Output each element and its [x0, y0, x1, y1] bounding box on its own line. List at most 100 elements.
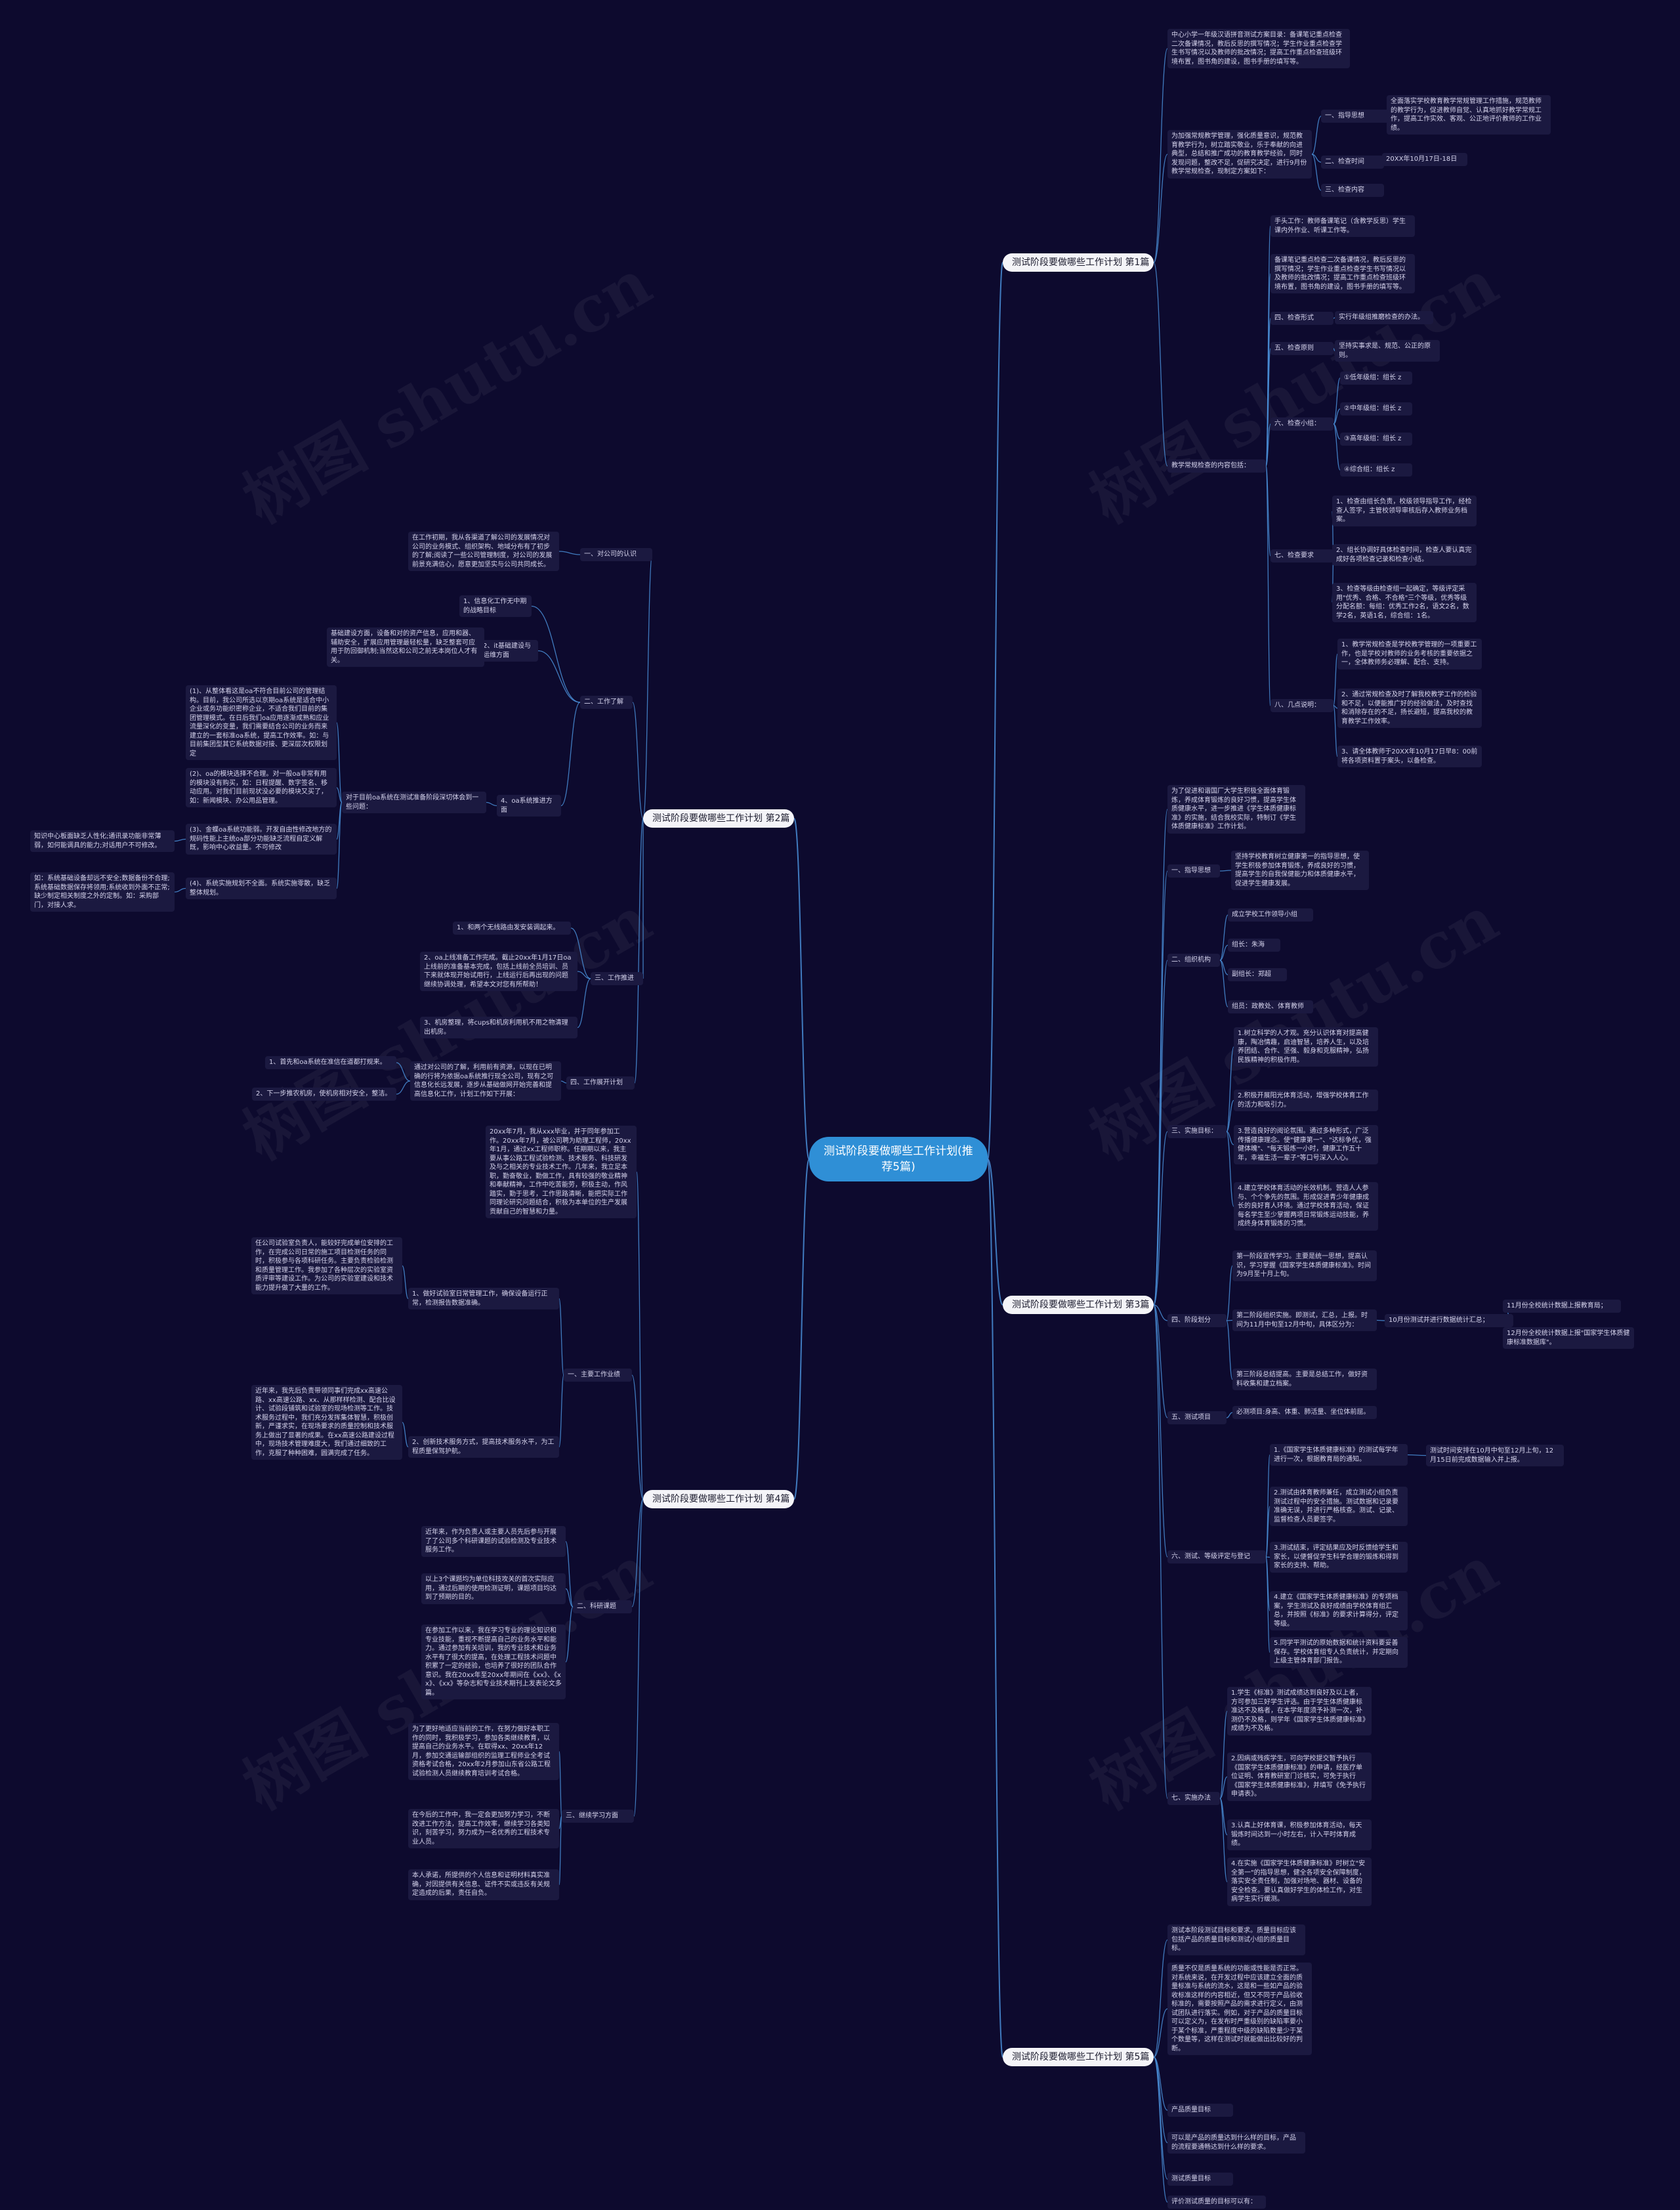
mindmap-topic-node[interactable]: 组长：朱海 [1228, 939, 1280, 952]
mindmap-branch-node[interactable]: 测试阶段要做哪些工作计划 第1篇 [1003, 253, 1154, 272]
mindmap-topic-node[interactable]: 1、做好试验室日常管理工作，确保设备运行正常，检测报告数据准确。 [408, 1288, 559, 1309]
mindmap-topic-node[interactable]: 在工作初期，我从各渠道了解公司的发展情况对公司的业务模式、组织架构、地域分布有了… [408, 532, 559, 571]
mindmap-topic-node[interactable]: 六、测试、等级评定与登记 [1167, 1550, 1266, 1563]
mindmap-topic-node[interactable]: 产品质量目标 [1167, 2104, 1233, 2117]
mindmap-topic-node[interactable]: 以上3个课题均为单位科技攻关的首次实际应用，通过后期的使用检测证明，课题项目均达… [421, 1573, 566, 1604]
mindmap-topic-node[interactable]: 任公司试验室负责人，能较好完成单位安排的工作，在完成公司日常的施工项目检测任务的… [251, 1237, 402, 1294]
mindmap-topic-node[interactable]: 八、几点说明： [1270, 699, 1334, 712]
mindmap-topic-node[interactable]: 1.学生《标准》测试成绩达到良好及以上者，方可参加三好学生评选。由于学生体质健康… [1227, 1687, 1372, 1735]
mindmap-topic-node[interactable]: 七、实施办法 [1167, 1792, 1220, 1805]
mindmap-topic-node[interactable]: 12月份全校统计数据上报"国家学生体质健康标准数据库"。 [1503, 1327, 1634, 1349]
mindmap-topic-node[interactable]: 1.树立科学的人才观。充分认识体育对提高健康，陶冶情趣，启迪智慧，培养人生，以及… [1234, 1027, 1378, 1067]
mindmap-topic-node[interactable]: 全面落实学校教育教学常规管理工作措施，规范教师的教学行为，促进教师自觉、认真地抓… [1387, 95, 1551, 135]
mindmap-topic-node[interactable]: 3.营造良好的阅论氛围。通过多种形式，广泛传播健康理念。使"健康第一"、"达标争… [1234, 1125, 1378, 1164]
mindmap-topic-node[interactable]: 2、下一步推农机房，使机房相对安全，整洁。 [252, 1088, 396, 1101]
mindmap-topic-node[interactable]: ②中年级组：组长 z [1340, 402, 1412, 415]
mindmap-topic-node[interactable]: 2.因病或残疾学生，可向学校提交暂予执行《国家学生体质健康标准》的申请，经医疗单… [1227, 1753, 1372, 1801]
mindmap-topic-node[interactable]: 三、检查内容 [1321, 184, 1384, 197]
mindmap-topic-node[interactable]: 一、主要工作业绩 [564, 1369, 632, 1382]
mindmap-topic-node[interactable]: (4)、系统实施规划不全面。系统实施零散，缺乏整体规划。 [186, 878, 337, 899]
mindmap-topic-node[interactable]: 二、工作了解 [580, 696, 633, 709]
mindmap-topic-node[interactable]: 1、信息化工作无中期的战略目标 [459, 595, 532, 617]
mindmap-topic-node[interactable]: 测试时间安排在10月中旬至12月上旬，12月15日前完成数据输入并上报。 [1426, 1445, 1564, 1466]
mindmap-topic-node[interactable]: 在参加工作以来，我在学习专业的理论知识和专业技能，重视不断提高自己的业务水平和能… [421, 1625, 566, 1699]
mindmap-topic-node[interactable]: (2)、oa的模块选择不合理。对一般oa非常有用的模块没有购买，如：日程提醒、数… [186, 768, 337, 807]
mindmap-topic-node[interactable]: 教学常规检查的内容包括： [1167, 459, 1266, 473]
mindmap-topic-node[interactable]: 七、检查要求 [1270, 549, 1334, 563]
mindmap-topic-node[interactable]: 必测项目:身高、体重、肺活量、坐位体前屈。 [1232, 1406, 1377, 1419]
mindmap-branch-node[interactable]: 测试阶段要做哪些工作计划 第5篇 [1003, 2048, 1154, 2066]
mindmap-topic-node[interactable]: 四、检查形式 [1270, 312, 1334, 325]
mindmap-topic-node[interactable]: 1、教学常规检查是学校教学管理的一项重要工作，也是学校对教师的业务考核的重要依据… [1337, 639, 1482, 669]
mindmap-topic-node[interactable]: 一、指导思想 [1321, 110, 1392, 123]
mindmap-topic-node[interactable]: 10月份测试并进行数据统计汇总； [1385, 1314, 1513, 1327]
mindmap-topic-node[interactable]: 坚持学校教育树立健康第一的指导思想，使学生积极参加体育锻炼，养成良好的习惯，提高… [1231, 851, 1369, 890]
mindmap-topic-node[interactable]: 三、实施目标： [1167, 1125, 1227, 1138]
mindmap-topic-node[interactable]: 第一阶段宣传学习。主要是统一思想，提高认识，学习掌握《国家学生体质健康标准》。时… [1232, 1250, 1377, 1281]
mindmap-topic-node[interactable]: 手头工作：教师备课笔记（含教学反思）学生课内外作业、听课工作等。 [1270, 215, 1415, 237]
mindmap-topic-node[interactable]: ①低年级组：组长 z [1340, 372, 1412, 385]
mindmap-topic-node[interactable]: 一、对公司的认识 [580, 548, 652, 561]
mindmap-topic-node[interactable]: 五、测试项目 [1167, 1411, 1227, 1424]
mindmap-root-node[interactable]: 测试阶段要做哪些工作计划(推荐5篇) [809, 1137, 988, 1181]
mindmap-topic-node[interactable]: 3.认真上好体育课，积极参加体育活动，每天锻炼时间达到一小时左右，计入平时体育成… [1227, 1819, 1372, 1850]
mindmap-topic-node[interactable]: 3、检查等级由检查组一起确定，等级评定采用"优秀、合格、不合格"三个等级，优秀等… [1332, 583, 1477, 622]
mindmap-topic-node[interactable]: 2、创新技术服务方式，提高技术服务水平，为工程质量保驾护航。 [408, 1436, 559, 1458]
mindmap-topic-node[interactable]: 三、工作推进 [591, 972, 643, 985]
mindmap-topic-node[interactable]: 5.同学平测试的原始数据和统计资料要妥善保存。学校体育组专人负责统计，并定期向上… [1270, 1637, 1408, 1668]
mindmap-topic-node[interactable]: 四、阶段划分 [1167, 1314, 1227, 1327]
mindmap-topic-node[interactable]: 3、请全体教师于20XX年10月17日早8：00前将各项资料置于案头，以备检查。 [1337, 746, 1482, 767]
mindmap-topic-node[interactable]: 2、通过常规检查及时了解我校教学工作的检验和不足，以便能推广好的经验做法，及时查… [1337, 689, 1482, 728]
mindmap-topic-node[interactable]: 成立学校工作领导小组 [1228, 908, 1313, 922]
mindmap-topic-node[interactable]: 知识中心板面缺乏人性化;通讯录功能非常薄弱，如何能调具的能力;对话用户不可修改。 [30, 830, 175, 852]
mindmap-topic-node[interactable]: 2、it基础建设与运维方面 [479, 640, 538, 662]
mindmap-topic-node[interactable]: 3.测试结束，评定结果应及时反馈给学生和家长，以便督促学生科学合理的锻炼和得到家… [1270, 1542, 1408, 1573]
mindmap-topic-node[interactable]: 组员：政教处、体育教师 [1228, 1000, 1313, 1013]
mindmap-topic-node[interactable]: 评价测试质量的目标可以有： [1167, 2196, 1266, 2209]
mindmap-topic-node[interactable]: 4.在实施《国家学生体质健康标准》时树立"安全第一"的指导思想，健全各项安全保障… [1227, 1858, 1372, 1906]
mindmap-topic-node[interactable]: 中心小学一年级汉语拼音测试方案目录：备课笔记重点检查二次备课情况，教后反思的撰写… [1167, 29, 1350, 68]
mindmap-topic-node[interactable]: 20XX年10月17日-18日 [1382, 153, 1467, 166]
mindmap-topic-node[interactable]: 质量不仅是质量系统的功能或性能是否正常。对系统来说，在开发过程中应该建立全面的质… [1167, 1963, 1312, 2055]
mindmap-topic-node[interactable]: 实行年级组推磨检查的办法。 [1335, 311, 1433, 324]
mindmap-branch-node[interactable]: 测试阶段要做哪些工作计划 第4篇 [643, 1490, 794, 1508]
mindmap-topic-node[interactable]: 六、检查小组： [1270, 417, 1334, 431]
mindmap-topic-node[interactable]: 2.积极开展阳光体育活动，增强学校体育工作的活力和吸引力。 [1234, 1090, 1378, 1111]
mindmap-topic-node[interactable]: 为加强常规教学管理，强化质量意识，规范教育教学行为，树立踏实敬业，乐于奉献的向进… [1167, 130, 1312, 179]
mindmap-topic-node[interactable]: 四、工作展开计划 [566, 1076, 635, 1090]
mindmap-topic-node[interactable]: 三、继续学习方面 [562, 1810, 634, 1823]
mindmap-topic-node[interactable]: 1、和两个无线路由发安装调起来。 [453, 922, 571, 935]
mindmap-topic-node[interactable]: 20xx年7月，我从xxx毕业，并于同年参加工作。20xx年7月，被公司聘为助理… [486, 1126, 637, 1218]
mindmap-topic-node[interactable]: 坚持实事求是、规范、公正的原则。 [1335, 340, 1440, 362]
mindmap-topic-node[interactable]: 4.建立学校体育活动的长效机制。营造人人参与、个个争先的氛围。形成促进青少年健康… [1234, 1182, 1378, 1231]
mindmap-topic-node[interactable]: 4.建立《国家学生体质健康标准》的专项档案，学生测试及良好成绩由学校体育组汇总，… [1270, 1591, 1408, 1630]
mindmap-topic-node[interactable]: 测试质量目标 [1167, 2173, 1233, 2186]
mindmap-topic-node[interactable]: 2、oa上线准备工作完成。截止20xx年1月17日oa上线前的准备基本完成，包括… [420, 952, 578, 991]
mindmap-topic-node[interactable]: 4、oa系统推进方面 [497, 795, 561, 817]
mindmap-topic-node[interactable]: 副组长：郑超 [1228, 968, 1287, 981]
mindmap-topic-node[interactable]: (3)、金蝶oa系统功能弱。开发自由性修改地方的规码性能上主统oa部分功能缺乏流… [186, 824, 337, 855]
mindmap-topic-node[interactable]: ④综合组：组长 z [1340, 463, 1412, 477]
mindmap-topic-node[interactable]: 2、组长协调好具体检查时间，检查人要认真完成好各项检查记录和检查小结。 [1332, 544, 1477, 566]
mindmap-topic-node[interactable]: 二、检查时间 [1321, 156, 1384, 169]
mindmap-topic-node[interactable]: 1、首先和oa系统在准信在道都打规来。 [265, 1056, 396, 1069]
mindmap-topic-node[interactable]: 3、机房整理，将cups和机房利用机不用之物清理出机房。 [420, 1017, 578, 1038]
mindmap-topic-node[interactable]: 本人承诺，所提供的个人信息和证明材料真实准确，对因提供有关信息、证件不实或违反有… [408, 1869, 559, 1900]
mindmap-topic-node[interactable]: 通过对公司的了解，利用前有资源，以现在已明确的行将为依据oa系统推行现全公司，现… [410, 1061, 561, 1101]
mindmap-topic-node[interactable]: 二、科研课题 [573, 1600, 632, 1613]
mindmap-topic-node[interactable]: 五、检查原则 [1270, 342, 1334, 355]
mindmap-topic-node[interactable]: ③高年级组：组长 z [1340, 433, 1412, 446]
mindmap-topic-node[interactable]: 1.《国家学生体质健康标准》的测试每学年进行一次，根据教育局的通知。 [1270, 1444, 1408, 1466]
mindmap-topic-node[interactable]: 备课笔记重点检查二次备课情况，教后反思的撰写情况；学生作业重点检查学生书写情况以… [1270, 254, 1415, 293]
mindmap-topic-node[interactable]: 第二阶段组织实施。即测试，汇总，上报。时间为11月中旬至12月中旬，具体区分为： [1232, 1309, 1377, 1331]
mindmap-topic-node[interactable]: 二、组织机构 [1167, 954, 1220, 967]
mindmap-branch-node[interactable]: 测试阶段要做哪些工作计划 第2篇 [643, 809, 794, 828]
mindmap-topic-node[interactable]: 1、检查由组长负责，校级领导指导工作，经检查人签字，主管校领导审核后存入教师业务… [1332, 496, 1477, 526]
mindmap-topic-node[interactable]: 基础建设方面，设备和对的资产信息，应用和器、辅助安全，扩展应用管理最轻松量，缺乏… [327, 627, 484, 667]
mindmap-topic-node[interactable]: 为了促进和谐国厂大学生积极全面体育锻炼，养成体育锻炼的良好习惯，提高学生体质健康… [1167, 785, 1305, 834]
mindmap-topic-node[interactable]: 11月份全校统计数据上报教育局； [1503, 1300, 1621, 1313]
mindmap-topic-node[interactable]: 为了更好地适应当前的工作，在努力做好本职工作的同时，我积极学习，参加各类继续教育… [408, 1723, 559, 1780]
mindmap-topic-node[interactable]: 可以是产品的质量达到什么样的目标，产品的流程要通畅达到什么样的要求。 [1167, 2132, 1305, 2154]
mindmap-topic-node[interactable]: 在今后的工作中，我一定会更加努力学习，不断改进工作方法，提高工作效率，继续学习各… [408, 1809, 559, 1848]
mindmap-topic-node[interactable]: 近年来，作为负责人或主要人员先后参与开展了了公司多个科研课题的试验检测及专业技术… [421, 1526, 566, 1557]
